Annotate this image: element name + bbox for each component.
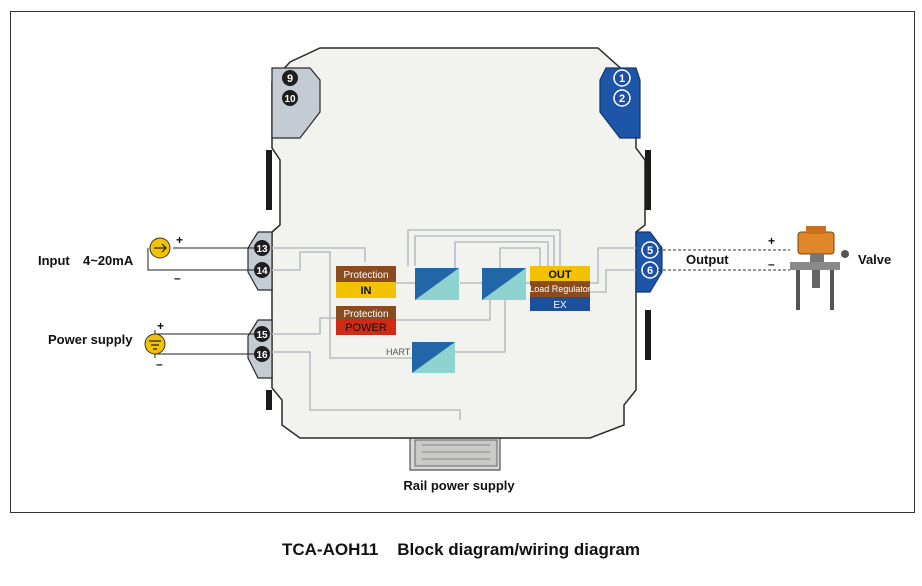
output-block: OUT Load Regulator EX xyxy=(529,266,591,311)
terminal-5: 5 xyxy=(641,241,659,259)
svg-text:9: 9 xyxy=(287,73,293,85)
isolator-2 xyxy=(482,268,526,300)
load-regulator-label: Load Regulator xyxy=(529,284,591,294)
svg-text:–: – xyxy=(156,357,163,371)
input-source: + – xyxy=(147,233,254,285)
input-range-label: 4~20mA xyxy=(83,253,134,268)
svg-text:16: 16 xyxy=(256,350,268,361)
in-label: IN xyxy=(361,285,372,297)
terminal-10: 10 xyxy=(282,90,298,106)
power-source: + – xyxy=(144,319,254,371)
svg-text:15: 15 xyxy=(256,330,268,341)
svg-text:5: 5 xyxy=(647,245,653,257)
svg-text:+: + xyxy=(157,319,164,333)
isolator-1 xyxy=(415,268,459,300)
model-name: TCA-AOH11 xyxy=(281,540,379,559)
isolator-hart: HART xyxy=(386,342,455,373)
protection-in-block: Protection IN xyxy=(336,266,396,298)
svg-text:13: 13 xyxy=(256,244,268,255)
svg-text:14: 14 xyxy=(256,266,268,277)
output-wiring: + – xyxy=(658,234,790,271)
hart-label: HART xyxy=(386,347,411,357)
power-supply-label: Power supply xyxy=(48,332,133,347)
valve-icon xyxy=(790,226,849,310)
terminal-6: 6 xyxy=(641,261,659,279)
protection-power-block: Protection POWER xyxy=(336,306,396,335)
diagram-frame xyxy=(10,11,915,513)
protection-label-1: Protection xyxy=(343,270,388,281)
input-label: Input xyxy=(38,253,70,268)
rail-power-supply-label: Rail power supply xyxy=(403,478,515,493)
svg-text:–: – xyxy=(768,257,775,271)
svg-text:2: 2 xyxy=(619,93,625,105)
svg-text:+: + xyxy=(176,233,183,247)
svg-text:1: 1 xyxy=(619,73,625,85)
dc-source-icon xyxy=(149,340,161,350)
caption-title: Block diagram/wiring diagram xyxy=(397,540,641,559)
terminal-13: 13 xyxy=(254,240,270,256)
svg-text:6: 6 xyxy=(647,265,653,277)
valve-label: Valve xyxy=(858,252,891,267)
svg-text:–: – xyxy=(174,271,181,285)
terminal-14: 14 xyxy=(254,262,270,278)
diagram-caption: TCA-AOH11 Block diagram/wiring diagram xyxy=(0,540,922,560)
ex-label: EX xyxy=(553,300,567,311)
current-source-icon xyxy=(154,243,167,253)
protection-label-2: Protection xyxy=(343,309,388,320)
terminal-15: 15 xyxy=(254,326,270,342)
svg-text:10: 10 xyxy=(284,94,296,105)
out-label: OUT xyxy=(548,269,572,281)
terminal-9: 9 xyxy=(282,70,298,86)
internal-wiring xyxy=(272,229,636,420)
output-label: Output xyxy=(686,252,729,267)
terminal-1: 1 xyxy=(613,69,631,87)
svg-text:+: + xyxy=(768,234,775,248)
terminal-16: 16 xyxy=(254,346,270,362)
power-label: POWER xyxy=(345,322,387,334)
terminal-2: 2 xyxy=(613,89,631,107)
